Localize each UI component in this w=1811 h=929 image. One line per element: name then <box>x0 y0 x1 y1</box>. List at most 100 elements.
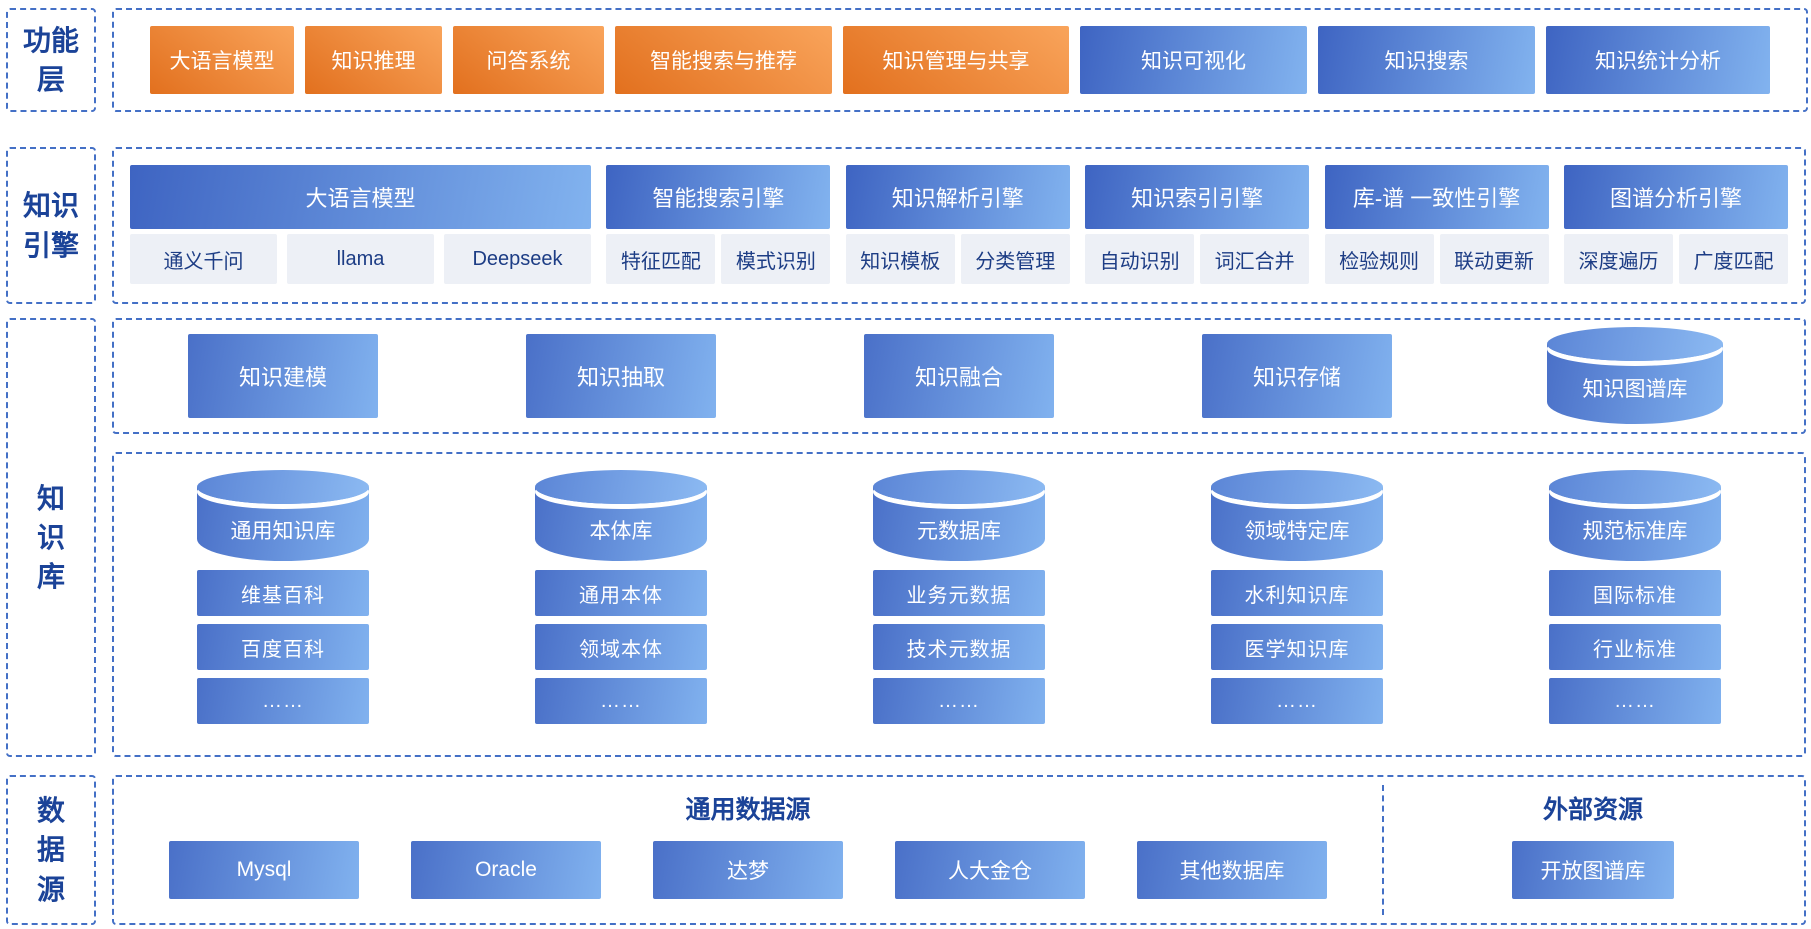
kb-column-metadata: 元数据库 业务元数据 技术元数据 …… <box>873 470 1045 741</box>
engine-title: 知识解析引擎 <box>845 165 1070 229</box>
function-node-label: 问答系统 <box>486 50 571 73</box>
datasource-node-mysql: Mysql <box>169 841 359 899</box>
cylinder-lid-icon <box>535 470 707 504</box>
engine-title: 图谱分析引擎 <box>1563 165 1788 229</box>
datasource-node-dameng: 达梦 <box>653 841 843 899</box>
function-node-label: 知识搜索 <box>1384 50 1469 73</box>
engine-chip: 检验规则 <box>1324 234 1434 284</box>
database-cylinder-icon: 规范标准库 <box>1549 470 1721 561</box>
external-resource-title: 外部资源 <box>1542 796 1643 824</box>
knowledge-layer-section: 知识库 知识建模 知识抽取 知识融合 知识存储 知识图谱库 <box>6 318 1806 757</box>
engine-block-smart-search: 智能搜索引擎 特征匹配 模式识别 <box>606 165 831 284</box>
engine-chip: 深度遍历 <box>1563 234 1673 284</box>
engine-layer-label: 知识引擎 <box>22 190 79 261</box>
kb-column-standards: 规范标准库 国际标准 行业标准 …… <box>1549 470 1721 741</box>
cylinder-lid-icon <box>1549 470 1721 504</box>
engine-chip: 模式识别 <box>721 234 831 284</box>
engine-block-indexing: 知识索引引擎 自动识别 词汇合并 <box>1085 165 1310 284</box>
datasource-layer-section: 数据源 通用数据源 Mysql Oracle 达梦 人大金仓 其他数据库 外部资… <box>6 775 1806 925</box>
knowledge-layer-label: 知识库 <box>36 482 65 593</box>
engine-chip-row: 通义千问 llama Deepseek <box>130 234 591 284</box>
function-node-manage-share: 知识管理与共享 <box>843 26 1069 94</box>
kb-item: 百度百科 <box>197 624 369 670</box>
function-node-label: 智能搜索与推荐 <box>650 50 797 73</box>
database-cylinder-icon: 本体库 <box>535 470 707 561</box>
datasource-node-oracle: Oracle <box>411 841 601 899</box>
engine-chip: 自动识别 <box>1085 234 1195 284</box>
datasource-node-open-graph: 开放图谱库 <box>1512 841 1674 899</box>
engine-chip: Deepseek <box>444 234 591 284</box>
kb-column-domain: 领域特定库 水利知识库 医学知识库 …… <box>1211 470 1383 741</box>
datasource-divider <box>1382 785 1384 915</box>
general-datasource-area: 通用数据源 Mysql Oracle 达梦 人大金仓 其他数据库 <box>114 790 1382 923</box>
engine-chip: 通义千问 <box>130 234 277 284</box>
process-node-storage: 知识存储 <box>1202 334 1392 418</box>
engine-layer-section: 知识引擎 大语言模型 通义千问 llama Deepseek 智能搜索引擎 特征… <box>6 147 1806 304</box>
engine-chip-row: 自动识别 词汇合并 <box>1085 234 1310 284</box>
kb-item: 领域本体 <box>535 624 707 670</box>
engine-title: 智能搜索引擎 <box>606 165 831 229</box>
engine-block-consistency: 库-谱 一致性引擎 检验规则 联动更新 <box>1324 165 1549 284</box>
function-node-label: 大语言模型 <box>169 50 275 73</box>
knowledge-process-row: 知识建模 知识抽取 知识融合 知识存储 知识图谱库 <box>112 318 1806 434</box>
kb-item: 通用本体 <box>535 570 707 616</box>
cylinder-lid-icon <box>873 470 1045 504</box>
function-node-knowledge-search: 知识搜索 <box>1318 26 1535 94</box>
function-layer-content: 大语言模型 知识推理 问答系统 智能搜索与推荐 知识管理与共享 知识可视化 知识… <box>112 8 1808 112</box>
kb-item-ellipsis: …… <box>1549 678 1721 724</box>
function-node-label: 知识推理 <box>331 50 416 73</box>
database-cylinder-icon: 元数据库 <box>873 470 1045 561</box>
kb-item-ellipsis: …… <box>197 678 369 724</box>
knowledge-store-row: 通用知识库 维基百科 百度百科 …… 本体库 通用本体 领域本体 <box>112 452 1806 757</box>
kb-column-ontology: 本体库 通用本体 领域本体 …… <box>535 470 707 741</box>
external-resource-area: 外部资源 开放图谱库 <box>1382 790 1804 923</box>
function-node-label: 知识统计分析 <box>1595 50 1721 73</box>
engine-chip: 分类管理 <box>960 234 1070 284</box>
engine-block-llm: 大语言模型 通义千问 llama Deepseek <box>130 165 591 284</box>
engine-chip-row: 特征匹配 模式识别 <box>606 234 831 284</box>
engine-chip-row: 检验规则 联动更新 <box>1324 234 1549 284</box>
engine-title: 知识索引引擎 <box>1085 165 1310 229</box>
function-node-visualization: 知识可视化 <box>1080 26 1307 94</box>
engine-chip-row: 深度遍历 广度匹配 <box>1563 234 1788 284</box>
function-node-statistics: 知识统计分析 <box>1546 26 1770 94</box>
kb-column-general: 通用知识库 维基百科 百度百科 …… <box>197 470 369 741</box>
general-datasource-row: Mysql Oracle 达梦 人大金仓 其他数据库 <box>114 841 1382 899</box>
kb-item: 技术元数据 <box>873 624 1045 670</box>
engine-layer-label-box: 知识引擎 <box>6 147 96 304</box>
cylinder-lid-icon <box>1547 327 1723 361</box>
general-datasource-title: 通用数据源 <box>685 796 811 824</box>
datasource-layer-content: 通用数据源 Mysql Oracle 达梦 人大金仓 其他数据库 外部资源 开放… <box>112 775 1806 925</box>
datasource-node-other: 其他数据库 <box>1137 841 1327 899</box>
kb-item: 医学知识库 <box>1211 624 1383 670</box>
engine-chip: 特征匹配 <box>606 234 716 284</box>
function-node-llm: 大语言模型 <box>150 26 294 94</box>
kb-item: 水利知识库 <box>1211 570 1383 616</box>
engine-title: 库-谱 一致性引擎 <box>1324 165 1549 229</box>
process-node-extraction: 知识抽取 <box>526 334 716 418</box>
engine-chip: 广度匹配 <box>1678 234 1788 284</box>
knowledge-layer-label-box: 知识库 <box>6 318 96 757</box>
engine-chip: 知识模板 <box>845 234 955 284</box>
function-layer-label: 功能层 <box>22 24 79 95</box>
kb-item-ellipsis: …… <box>873 678 1045 724</box>
datasource-layer-label-box: 数据源 <box>6 775 96 925</box>
function-layer-label-box: 功能层 <box>6 8 96 112</box>
kb-column-header: 本体库 <box>535 487 707 561</box>
database-cylinder-icon: 领域特定库 <box>1211 470 1383 561</box>
cylinder-lid-icon <box>1211 470 1383 504</box>
engine-chip: llama <box>287 234 434 284</box>
engine-layer-content: 大语言模型 通义千问 llama Deepseek 智能搜索引擎 特征匹配 模式… <box>112 147 1806 304</box>
function-layer-section: 功能层 大语言模型 知识推理 问答系统 智能搜索与推荐 知识管理与共享 知识可视… <box>6 8 1808 112</box>
engine-title: 大语言模型 <box>130 165 591 229</box>
datasource-node-kingbase: 人大金仓 <box>895 841 1085 899</box>
engine-block-parsing: 知识解析引擎 知识模板 分类管理 <box>845 165 1070 284</box>
engine-block-graph-analysis: 图谱分析引擎 深度遍历 广度匹配 <box>1563 165 1788 284</box>
kb-item: 行业标准 <box>1549 624 1721 670</box>
function-node-label: 知识可视化 <box>1141 50 1246 73</box>
function-node-qa: 问答系统 <box>453 26 604 94</box>
kb-item-ellipsis: …… <box>1211 678 1383 724</box>
datasource-layer-label: 数据源 <box>36 795 65 905</box>
function-node-search-recommend: 智能搜索与推荐 <box>615 26 832 94</box>
